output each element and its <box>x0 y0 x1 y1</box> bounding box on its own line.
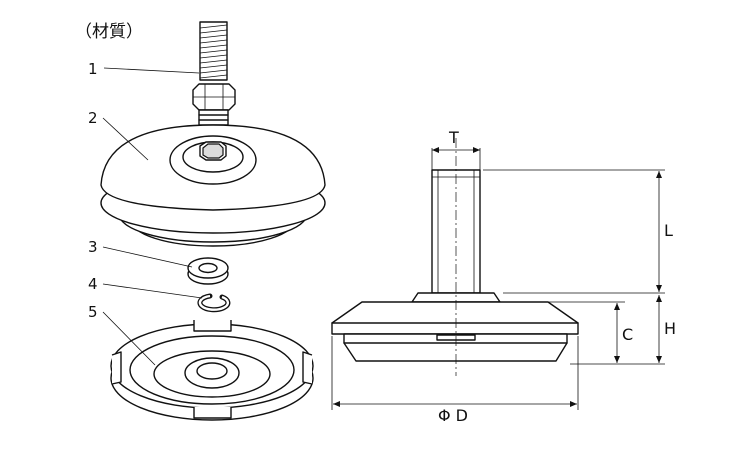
dim-label-c: C <box>622 325 633 344</box>
material-title: （材質） <box>75 22 143 42</box>
dim-label-h: H <box>664 319 676 338</box>
part-number-2: 2 <box>88 109 98 127</box>
part-number-4: 4 <box>88 275 98 293</box>
part-number-3: 3 <box>88 238 98 256</box>
part-callouts: 1 2 3 4 5 <box>88 60 203 366</box>
part-5-base-plate <box>110 320 314 421</box>
dim-label-l: L <box>664 221 673 240</box>
dim-label-t: T <box>448 128 459 147</box>
exploded-view: 1 2 3 4 5 <box>88 21 326 421</box>
part-4-snap-ring <box>197 293 231 313</box>
side-elevation: T L C H Φ D <box>331 128 676 425</box>
dim-label-phi-d: Φ D <box>438 406 468 425</box>
part-1-threaded-stud <box>192 21 236 126</box>
part-number-1: 1 <box>88 60 98 78</box>
part-2-dome-disc <box>100 124 326 247</box>
part-number-5: 5 <box>88 303 98 321</box>
part-3-washer <box>187 257 229 285</box>
